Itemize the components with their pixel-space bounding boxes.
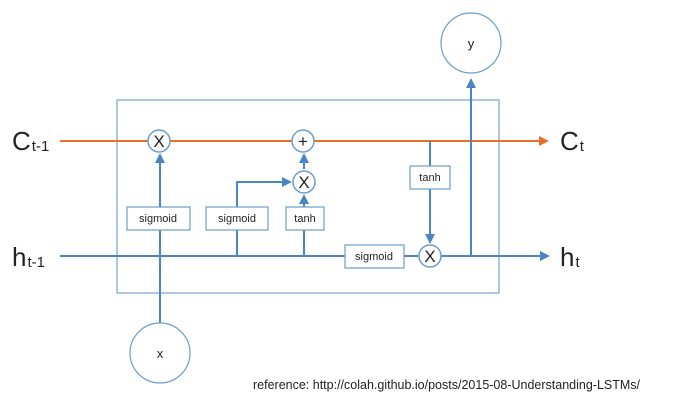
h-t-label: ht (560, 242, 580, 272)
output-gate-box: sigmoid (344, 244, 405, 269)
forget-multiply-node: X (147, 129, 171, 153)
input-x-node: x (129, 322, 191, 384)
output-y-node: y (440, 12, 502, 74)
input-multiply-node: X (292, 170, 316, 194)
svg-text:X: X (424, 247, 435, 266)
c-prev-label: Ct-1 (12, 126, 49, 156)
candidate-tanh-box: tanh (285, 206, 325, 231)
add-node: + (291, 129, 315, 153)
svg-text:sigmoid: sigmoid (355, 251, 393, 263)
svg-text:sigmoid: sigmoid (218, 213, 256, 225)
svg-text:+: + (298, 132, 308, 151)
svg-text:X: X (298, 173, 309, 192)
svg-text:X: X (153, 132, 164, 151)
svg-text:tanh: tanh (294, 213, 315, 225)
svg-text:x: x (157, 346, 164, 361)
svg-text:sigmoid: sigmoid (139, 213, 177, 225)
forget-gate-box: sigmoid (126, 206, 191, 231)
svg-text:tanh: tanh (419, 172, 440, 184)
cell-tanh-box: tanh (409, 165, 451, 190)
reference-text: reference: http://colah.github.io/posts/… (253, 378, 641, 392)
input-gate-box: sigmoid (205, 206, 269, 231)
c-t-label: Ct (560, 126, 585, 156)
output-multiply-node: X (418, 244, 442, 268)
input-gate-line (236, 177, 292, 207)
svg-text:y: y (468, 36, 475, 51)
h-prev-label: ht-1 (12, 242, 45, 272)
lstm-cell-box (116, 99, 500, 294)
